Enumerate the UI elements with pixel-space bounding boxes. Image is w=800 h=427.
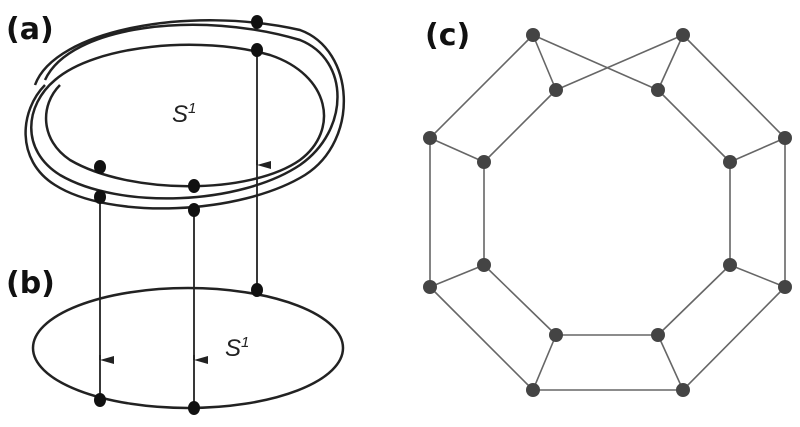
base-circle: [31, 286, 345, 410]
graph-edge: [532, 34, 557, 91]
double-cover-loop: [24, 19, 346, 210]
graph-edge: [429, 264, 485, 288]
graph-node: [723, 155, 737, 169]
graph-node: [526, 383, 540, 397]
graph-edge: [657, 89, 731, 163]
graph-node: [423, 280, 437, 294]
graph-edge: [729, 137, 786, 163]
graph-node: [526, 28, 540, 42]
graph-node: [423, 131, 437, 145]
cover-points: [94, 15, 263, 415]
graph-nodes: [423, 28, 792, 397]
graph-edge: [729, 264, 786, 288]
graph-edge: [429, 34, 534, 139]
graph-node: [477, 155, 491, 169]
label-a: (a): [6, 12, 54, 47]
graph-node: [778, 280, 792, 294]
graph-edge: [657, 264, 731, 336]
label-b: (b): [6, 266, 55, 301]
graph-edges: [429, 34, 786, 391]
graph-edge: [682, 34, 786, 139]
graph-edge: [483, 89, 557, 163]
projection-arrows: [99, 50, 271, 408]
graph-edge: [682, 286, 786, 391]
graph-node: [778, 131, 792, 145]
circle-label-bottom: S1: [225, 334, 250, 362]
graph-node: [676, 28, 690, 42]
graph-edge: [429, 137, 485, 163]
graph-node: [723, 258, 737, 272]
graph-node: [676, 383, 690, 397]
graph-node: [651, 83, 665, 97]
graph-edge: [657, 34, 684, 91]
graph-edge: [555, 34, 684, 91]
graph-node: [477, 258, 491, 272]
graph-edge: [429, 286, 534, 391]
circle-label-top: S1: [172, 100, 197, 128]
graph-edge: [657, 334, 684, 391]
graph-node: [549, 83, 563, 97]
graph-node: [651, 328, 665, 342]
graph-edge: [483, 264, 557, 336]
graph-edge: [532, 334, 557, 391]
graph-edge: [532, 34, 659, 91]
graph-node: [549, 328, 563, 342]
label-c: (c): [425, 18, 471, 53]
